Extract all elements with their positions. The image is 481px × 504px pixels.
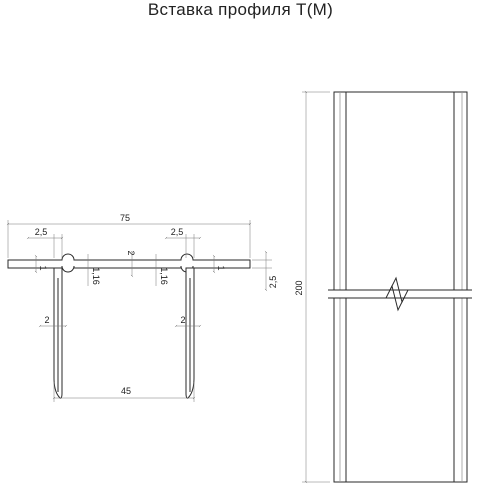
break-line-upper [328, 276, 472, 304]
dim-side-right: 1 [216, 265, 226, 270]
profile-cross-section [7, 253, 251, 399]
dim-length: 200 [294, 280, 304, 295]
dim-slot-right: 1,16 [159, 267, 169, 285]
profile-side-view [328, 91, 472, 483]
side-view-upper [333, 91, 468, 291]
dim-leg-left: 2 [44, 315, 49, 325]
dim-side-left: 1 [38, 265, 48, 270]
dim-top-thickness: 2 [126, 250, 136, 255]
dim-lip-right: 2,5 [171, 227, 184, 237]
dim-leg-right: 2 [180, 315, 185, 325]
dimension-lines [6, 90, 330, 484]
dim-base-width: 45 [121, 386, 131, 396]
dim-overall-width: 75 [120, 213, 130, 223]
break-line-lower [328, 284, 472, 312]
dim-slot-left: 1,16 [91, 267, 101, 285]
drawing-title: Вставка профиля T(M) [147, 0, 334, 19]
side-view-lower [333, 297, 468, 483]
dim-height-right: 2,5 [268, 276, 278, 289]
dim-lip-left: 2,5 [35, 227, 48, 237]
